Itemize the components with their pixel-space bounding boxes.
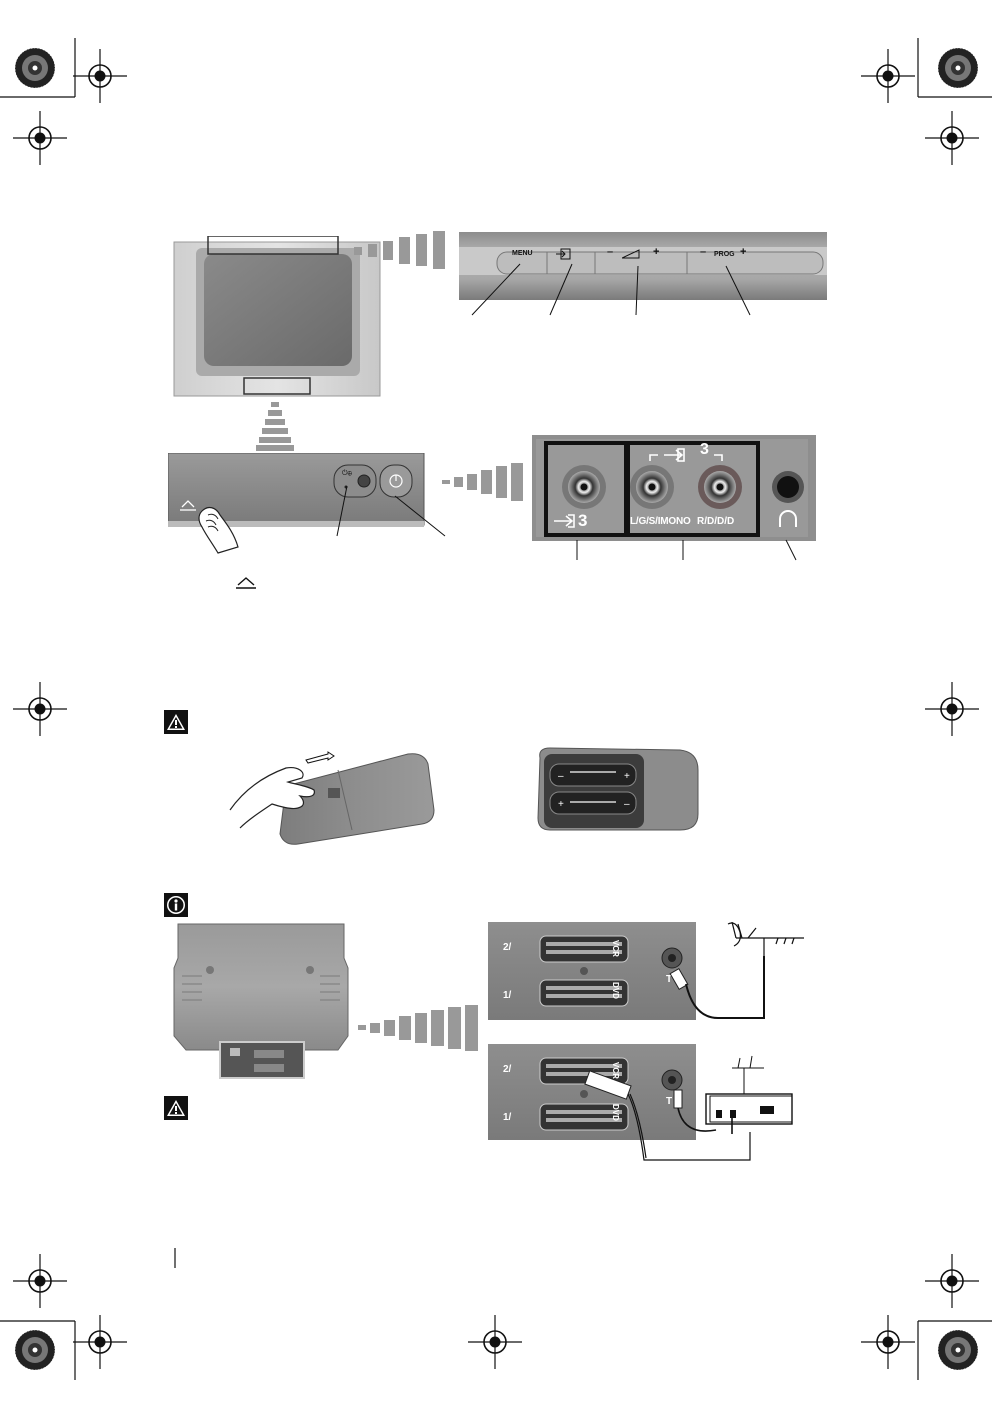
video-input-label: 3 [578,511,588,530]
front-av-jack-panel [532,435,816,541]
control-strip-callout-lines [471,263,751,316]
front-door-panel: ⏻⊕ [168,453,425,554]
svg-text:–: – [558,771,564,782]
program-label: PROG [714,251,735,258]
menu-button-label[interactable]: MENU [512,250,533,257]
scart1-label: 1/ [503,990,512,1001]
svg-text:⏻⊕: ⏻⊕ [342,469,353,477]
caution-triangle-icon [164,1096,188,1120]
av-panel-callout-lines [576,539,797,561]
scart1-label-lower: 1/ [503,1112,512,1123]
eject-icon [236,577,256,589]
info-icon [164,893,188,917]
tv-rear-illustration [173,923,349,1079]
program-plus-button[interactable]: + [740,246,747,258]
program-minus-button[interactable]: – [700,246,707,258]
tv-front-illustration [173,236,381,397]
vcr-label-lower: VCR [611,1062,620,1079]
svg-text:+: + [624,771,630,782]
svg-text:+: + [558,799,564,810]
scart2-label-lower: 2/ [503,1064,512,1075]
input-select-icon[interactable] [556,247,572,261]
volume-icon [622,249,640,259]
caution-triangle-icon [164,710,188,734]
zoom-ray-rear [358,1005,478,1051]
dvd-label-lower: DVD [611,1104,620,1121]
control-strip-panel [459,232,827,300]
rear-connection-antenna-diagram: T [488,922,804,1020]
volume-minus-button[interactable]: – [607,246,614,258]
remote-cover-removal-illustration [229,751,435,845]
left-audio-label: L/G/S/IMONO [630,516,691,527]
dvd-label: DVD [611,982,620,999]
door-panel-callout-lines [336,485,446,537]
scart2-label: 2/ [503,942,512,953]
volume-plus-button[interactable]: + [653,246,660,258]
remote-battery-compartment-illustration: – + + – [537,747,699,831]
av3-header-label: 3 [700,441,709,458]
zoom-ray-right [442,463,523,501]
svg-text:–: – [624,799,630,810]
right-audio-label: R/D/D/D [697,516,735,527]
zoom-ray-down [256,402,294,451]
rear-connection-vcr-diagram: T [488,1044,793,1161]
svg-text:T: T [666,974,672,985]
svg-text:T: T [666,1096,672,1107]
vcr-label: VCR [611,940,620,957]
zoom-ray-top [354,231,445,269]
